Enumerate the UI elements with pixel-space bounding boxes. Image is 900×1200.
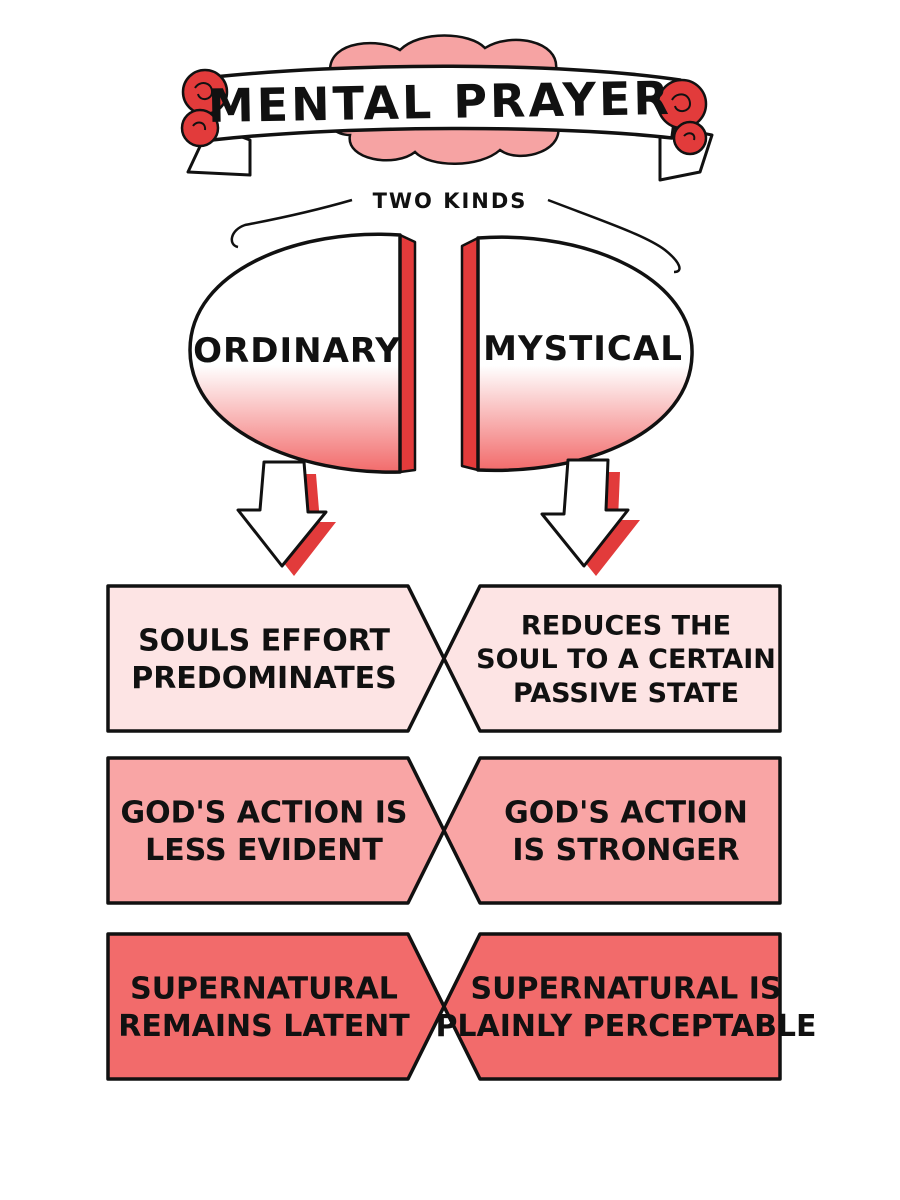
right-cell-shape <box>442 584 782 733</box>
left-cell-text: REMAINS LATENT <box>118 1009 410 1044</box>
rose-left-icon <box>180 68 229 148</box>
two-kinds-label: TWO KINDS <box>373 189 528 213</box>
left-cell-text: PREDOMINATES <box>131 661 397 696</box>
right-cell-shape <box>442 756 782 905</box>
kind-mystical: MYSTICAL <box>460 235 694 473</box>
left-cell-shape <box>106 584 446 733</box>
left-cell-text: SOULS EFFORT <box>138 624 390 659</box>
ordinary-label: ORDINARY <box>193 331 401 371</box>
right-cell-text: PLAINLY PERCEPTABLE <box>435 1009 816 1044</box>
left-cell-text: GOD'S ACTION IS <box>121 796 408 831</box>
left-cell-shape <box>106 756 446 905</box>
arrow-down-left-icon <box>236 460 336 576</box>
right-cell-shape <box>442 932 782 1081</box>
right-cell-text: SOUL TO A CERTAIN <box>476 644 776 675</box>
right-cell-text: SUPERNATURAL IS <box>470 972 781 1007</box>
title-banner: MENTAL PRAYER <box>180 34 714 182</box>
left-cell-shape <box>106 932 446 1081</box>
kind-ordinary: ORDINARY <box>188 232 417 474</box>
left-cell-text: LESS EVIDENT <box>145 833 383 868</box>
left-cell-text: SUPERNATURAL <box>130 972 398 1007</box>
right-cell-text: REDUCES THE <box>521 610 731 641</box>
right-cell-text: IS STRONGER <box>512 833 739 868</box>
rose-right-icon <box>656 78 708 156</box>
right-cell-text: GOD'S ACTION <box>504 796 748 831</box>
kinds-brace: TWO KINDS <box>230 189 681 274</box>
page-title: MENTAL PRAYER <box>207 71 672 133</box>
right-cell-text: PASSIVE STATE <box>513 678 739 709</box>
mystical-label: MYSTICAL <box>483 329 683 369</box>
banner-ribbon <box>203 64 682 142</box>
arrow-down-right-icon <box>540 458 640 576</box>
